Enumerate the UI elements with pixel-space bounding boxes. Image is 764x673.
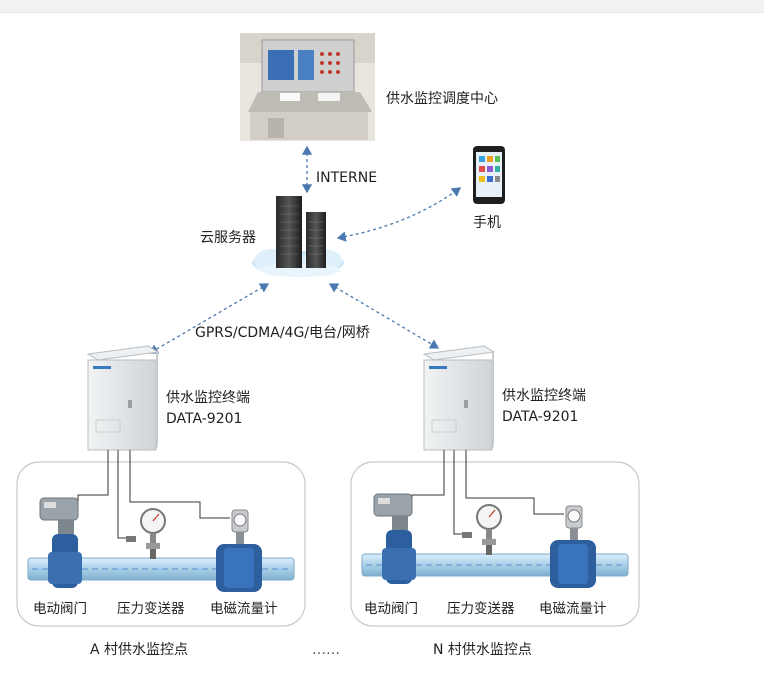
network-label: GPRS/CDMA/4G/电台/网桥 xyxy=(195,325,370,341)
terminal-cabinet-n xyxy=(422,345,496,451)
control-center-photo xyxy=(240,33,375,141)
site-a-caption: A 村供水监控点 xyxy=(90,642,189,658)
phone-label: 手机 xyxy=(473,215,501,231)
terminal-n-model: DATA-9201 xyxy=(502,409,579,425)
arrow-cloud-terminal-n xyxy=(328,283,440,349)
cloud-server-image xyxy=(252,196,344,277)
connection-arrows xyxy=(148,145,462,354)
terminal-a-name: 供水监控终端 xyxy=(166,390,250,406)
phone-image xyxy=(473,146,505,204)
terminal-n-name: 供水监控终端 xyxy=(502,388,586,404)
site-a-flow-label: 电磁流量计 xyxy=(210,601,278,617)
ellipsis-label: …… xyxy=(312,642,340,658)
arrow-cloud-terminal-a xyxy=(148,283,270,354)
site-n-valve-label: 电动阀门 xyxy=(364,601,418,617)
terminal-cabinet-a xyxy=(86,345,160,451)
window-top-bar xyxy=(0,0,764,13)
site-a-valve-label: 电动阀门 xyxy=(33,601,87,617)
site-n-flow-label: 电磁流量计 xyxy=(539,601,607,617)
terminal-a-model: DATA-9201 xyxy=(166,411,243,427)
site-n-caption: N 村供水监控点 xyxy=(433,642,532,658)
cloud-server-label: 云服务器 xyxy=(200,230,256,246)
internet-label: INTERNE xyxy=(316,170,378,186)
site-a-pressure-label: 压力变送器 xyxy=(117,601,185,617)
arrow-cloud-phone xyxy=(336,187,462,242)
site-a-equipment xyxy=(27,450,295,592)
site-n-pressure-label: 压力变送器 xyxy=(447,601,515,617)
site-n-equipment xyxy=(361,450,629,588)
control-center-label: 供水监控调度中心 xyxy=(386,91,498,107)
